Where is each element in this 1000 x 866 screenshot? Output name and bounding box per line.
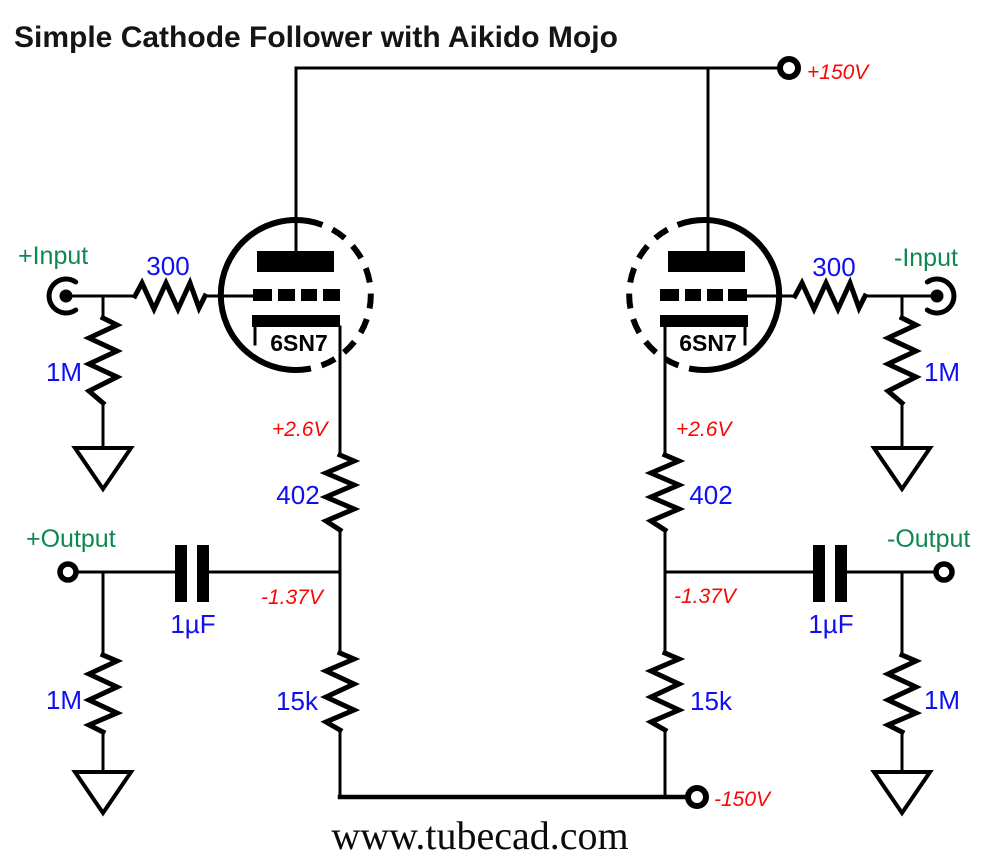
tube-envelope-solid (689, 217, 783, 373)
b-plus-rail: +150V (294, 56, 870, 255)
tube-envelope-dashed (307, 218, 374, 372)
minus-input-pin (930, 289, 944, 303)
b-minus-voltage-label: -150V (714, 788, 772, 811)
ground-icon (870, 770, 934, 817)
b-plus-terminal (777, 56, 801, 80)
cathode-voltage-label: +2.6V (676, 418, 733, 441)
grid-dash (660, 289, 679, 301)
tail-resistor-value: 15k (276, 686, 319, 716)
coupling-cap-value: 1µF (170, 609, 215, 639)
grid-dash (685, 289, 701, 301)
left-channel: +Input 300 1M 6SN7 +2.6V 402 (18, 217, 374, 817)
plus-input-pin (59, 289, 73, 303)
grid-stopper-resistor (791, 276, 869, 315)
tail-resistor-value: 15k (690, 686, 733, 716)
tube-envelope-solid (217, 217, 311, 373)
plate-electrode (257, 251, 334, 272)
grid-load-value: 1M (924, 357, 960, 387)
tail-resistor (644, 649, 686, 734)
plus-output-terminal (57, 561, 79, 583)
ground-icon (71, 446, 135, 493)
grid-dash (278, 289, 295, 301)
website-watermark: www.tubecad.com (331, 813, 628, 858)
b-plus-voltage-label: +150V (807, 61, 870, 84)
output-load-resistor (83, 651, 124, 736)
grid-load-value: 1M (46, 357, 82, 387)
capacitor-plate (813, 545, 825, 602)
capacitor-plate (835, 545, 847, 602)
schematic-title: Simple Cathode Follower with Aikido Mojo (14, 21, 618, 54)
cathode-resistor (644, 451, 686, 534)
b-minus-terminal (685, 785, 709, 809)
output-node-voltage-label: -1.37V (261, 586, 325, 609)
grid-dash (301, 289, 317, 301)
grid-stopper-resistor (131, 276, 209, 315)
capacitor-plate (197, 545, 209, 602)
tube-type-label: 6SN7 (679, 330, 737, 356)
cathode-resistor-value: 402 (276, 480, 319, 510)
grid-dash (253, 289, 272, 301)
tail-resistor (319, 649, 361, 734)
cathode-voltage-label: +2.6V (272, 418, 329, 441)
capacitor-plate (175, 545, 187, 602)
right-channel: -Input 300 1M 6SN7 +2.6V 402 (626, 217, 970, 817)
minus-input-label: -Input (894, 244, 958, 272)
ground-icon (870, 446, 934, 493)
minus-output-label: -Output (887, 525, 970, 553)
triode-tube-right: 6SN7 (626, 217, 783, 373)
cathode-electrode (660, 315, 748, 327)
grid-dash (728, 289, 747, 301)
b-minus-rail: -150V (337, 785, 772, 811)
ground-icon (71, 770, 135, 817)
grid-dash (707, 289, 723, 301)
cathode-electrode (252, 315, 340, 327)
grid-load-resistor (83, 314, 123, 407)
minus-output-terminal (933, 561, 955, 583)
output-node-voltage-label: -1.37V (674, 585, 738, 608)
grid-stopper-value: 300 (812, 252, 855, 282)
output-load-resistor (882, 651, 923, 736)
minus-input-jack-icon (924, 276, 957, 316)
grid-stopper-value: 300 (146, 251, 189, 281)
triode-tube-left: 6SN7 (217, 217, 374, 373)
cathode-resistor-value: 402 (689, 480, 732, 510)
tube-type-label: 6SN7 (270, 330, 328, 356)
grid-load-resistor (882, 314, 922, 407)
coupling-cap-value: 1µF (808, 609, 853, 639)
grid-dash (323, 289, 340, 301)
plate-electrode (668, 251, 745, 272)
output-load-value: 1M (46, 685, 82, 715)
plus-output-label: +Output (26, 525, 116, 553)
plus-input-jack-icon (46, 276, 79, 316)
tube-envelope-dashed (626, 218, 693, 372)
cathode-resistor (319, 451, 361, 534)
output-load-value: 1M (924, 685, 960, 715)
plus-input-label: +Input (18, 242, 88, 270)
